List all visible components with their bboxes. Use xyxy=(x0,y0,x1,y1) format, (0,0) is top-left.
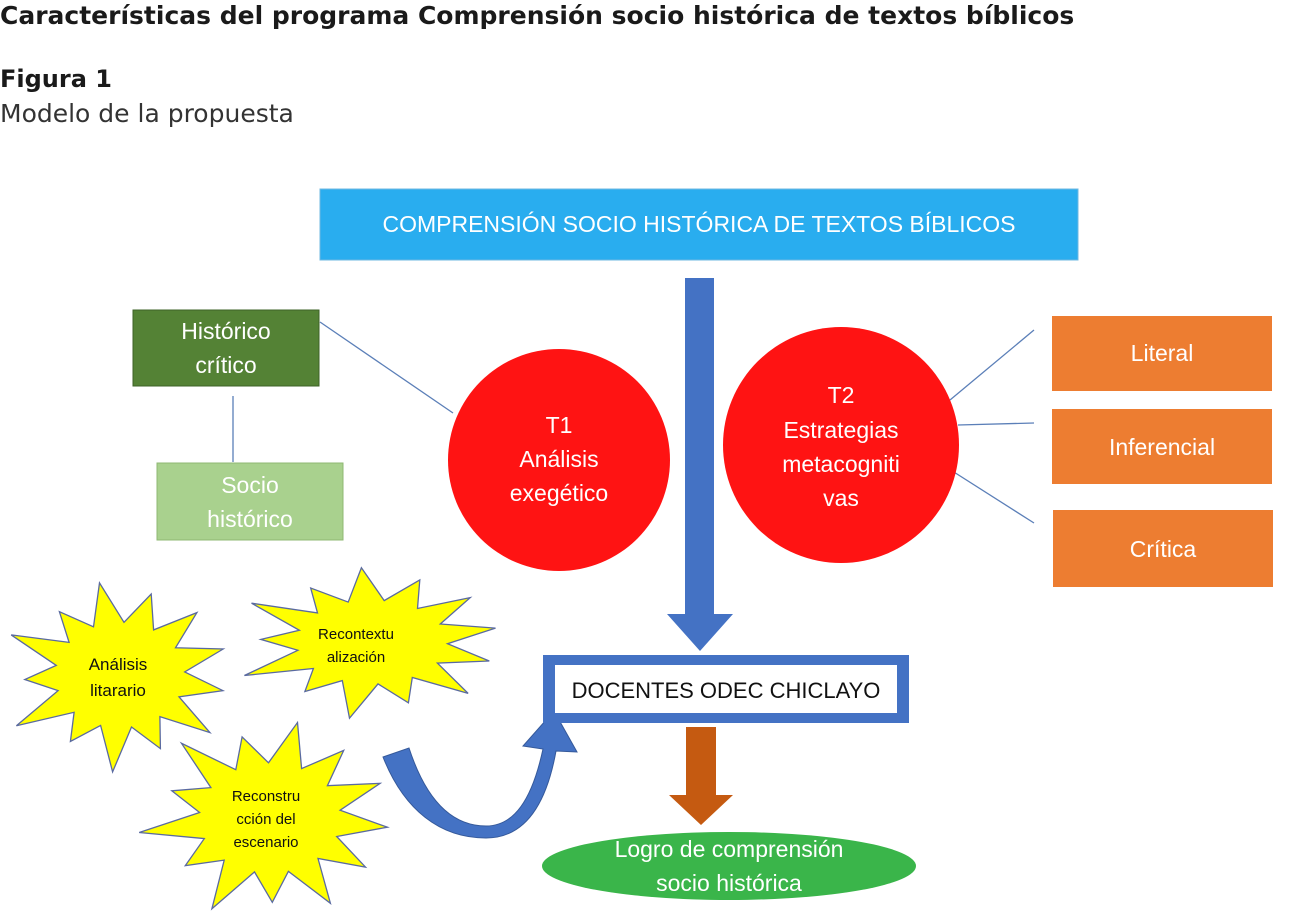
historico-critico-line1: Histórico xyxy=(181,318,270,344)
socio-historico-line2: histórico xyxy=(207,506,293,532)
down-arrow-result xyxy=(669,727,733,825)
t2-line2: Estrategias xyxy=(783,417,898,443)
main-title-text: COMPRENSIÓN SOCIO HISTÓRICA DE TEXTOS BÍ… xyxy=(382,211,1015,237)
t1-line1: T1 xyxy=(546,412,573,438)
t2-line1: T2 xyxy=(828,382,855,408)
reconstruccion-line2: cción del xyxy=(236,811,295,828)
t1-circle xyxy=(448,349,670,571)
curved-arrow xyxy=(382,710,578,839)
reconstruccion-line3: escenario xyxy=(233,834,298,851)
t2-line4: vas xyxy=(823,485,859,511)
logro-line1: Logro de comprensión xyxy=(615,836,844,862)
logro-line2: socio histórica xyxy=(656,870,802,896)
socio-historico-line1: Socio xyxy=(221,472,279,498)
t1-line3: exegético xyxy=(510,480,608,506)
reconstruccion-line1: Reconstru xyxy=(232,788,300,805)
recontextualizacion-line2: alización xyxy=(327,649,385,666)
historico-critico-line2: crítico xyxy=(195,352,256,378)
critica-text: Crítica xyxy=(1130,536,1197,562)
down-arrow-main xyxy=(667,278,733,651)
figure-label: Figura 1 xyxy=(0,65,112,93)
socio-historico-box xyxy=(156,462,344,541)
logro-ellipse xyxy=(542,832,916,900)
main-title-box xyxy=(319,188,1079,261)
connector-t2-inferencial xyxy=(957,422,1035,426)
analisis-literario-burst xyxy=(10,581,226,774)
recontextualizacion-line1: Recontextu xyxy=(318,626,394,643)
connector-t2-literal xyxy=(949,329,1035,401)
t2-circle xyxy=(723,327,959,563)
docentes-text: DOCENTES ODEC CHICLAYO xyxy=(572,678,881,703)
connector-historico-t1 xyxy=(319,321,454,414)
reconstruccion-burst xyxy=(138,720,390,911)
analisis-literario-line1: Análisis xyxy=(89,655,148,674)
inferencial-box xyxy=(1052,409,1272,484)
literal-box xyxy=(1052,316,1272,391)
t2-line3: metacogniti xyxy=(782,451,900,477)
t1-line2: Análisis xyxy=(519,446,598,472)
historico-critico-box xyxy=(132,309,320,387)
section-title: Características del programa Comprensión… xyxy=(0,1,1075,30)
literal-text: Literal xyxy=(1131,340,1194,366)
figure-caption: Modelo de la propuesta xyxy=(0,99,294,128)
analisis-literario-line2: litarario xyxy=(90,681,146,700)
inferencial-text: Inferencial xyxy=(1109,434,1215,460)
critica-box xyxy=(1053,510,1273,587)
recontextualizacion-burst xyxy=(244,566,496,720)
docentes-box-inner xyxy=(555,665,897,713)
